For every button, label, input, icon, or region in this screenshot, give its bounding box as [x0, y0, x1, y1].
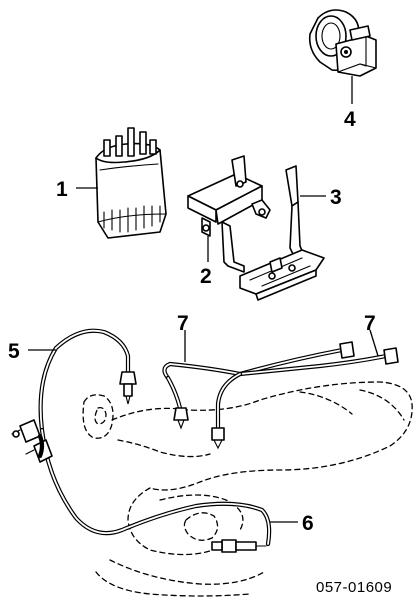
- part-6-sensor: [211, 539, 267, 553]
- callout-7b: 7: [364, 312, 376, 335]
- part-1-canister: [95, 127, 167, 239]
- part-7-sensor-harness: [162, 341, 399, 450]
- part-4-actuator: [308, 9, 377, 77]
- callout-4: 4: [344, 108, 356, 131]
- callout-3: 3: [330, 186, 342, 209]
- leader-7b: [369, 329, 379, 357]
- callout-6: 6: [302, 512, 314, 535]
- callout-1: 1: [56, 178, 68, 201]
- catalog-number: 057-01609: [316, 579, 392, 596]
- part-5-sensor-harness: [11, 328, 272, 547]
- exhaust-outline: [82, 381, 413, 597]
- callout-2: 2: [200, 265, 212, 288]
- callout-5: 5: [8, 340, 20, 363]
- part-2-bracket: [187, 155, 271, 273]
- part-3-support: [239, 165, 325, 301]
- callout-7a: 7: [177, 312, 189, 335]
